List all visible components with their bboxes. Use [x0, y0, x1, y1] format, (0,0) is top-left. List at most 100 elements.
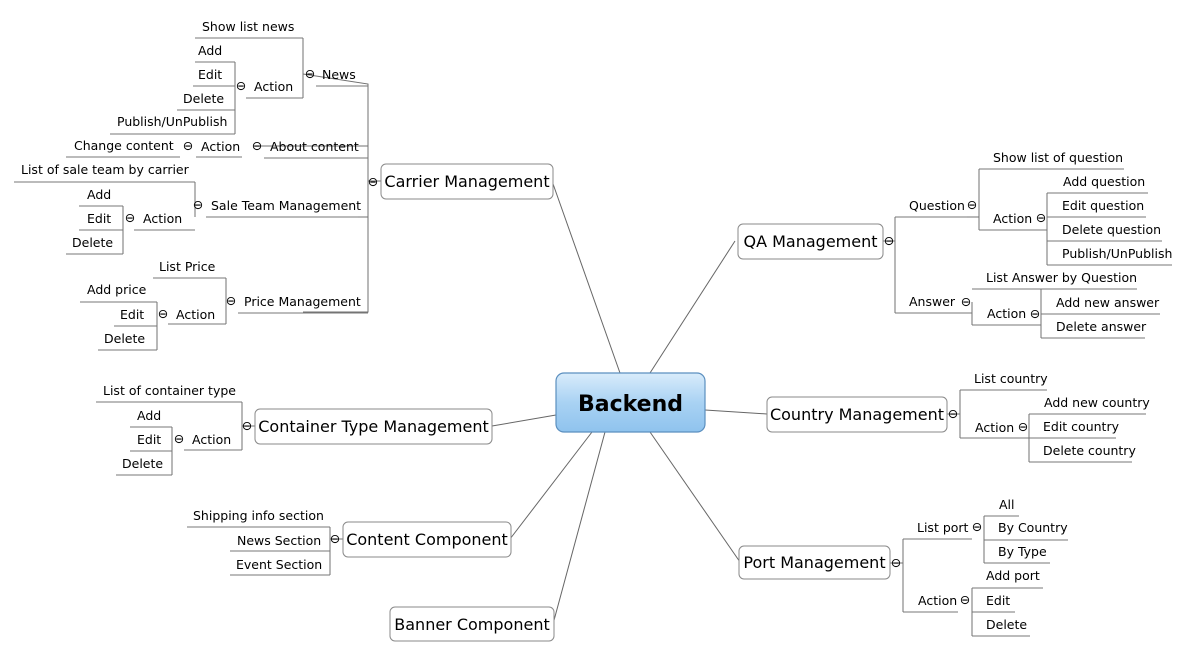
port-by-country-label[interactable]: By Country	[998, 520, 1068, 535]
collapse-toggle[interactable]: ⊖	[236, 78, 246, 93]
collapse-toggle[interactable]: ⊖	[1036, 210, 1046, 225]
sale-team-add-label[interactable]: Add	[87, 187, 111, 202]
show-list-news-label[interactable]: Show list news	[202, 19, 294, 34]
collapse-toggle[interactable]: ⊖	[252, 138, 262, 153]
collapse-toggle[interactable]: ⊖	[158, 306, 168, 321]
collapse-toggle[interactable]: ⊖	[193, 197, 203, 212]
answer-label[interactable]: Answer	[909, 294, 956, 309]
price-action-label[interactable]: Action	[176, 307, 215, 322]
sale-team-action-label[interactable]: Action	[143, 211, 182, 226]
content-component-node[interactable]: Content Component	[342, 521, 512, 558]
container-type-branch: Container Type Management ⊖ List of cont…	[96, 383, 493, 476]
collapse-toggle[interactable]: ⊖	[891, 555, 901, 570]
show-list-question-label[interactable]: Show list of question	[993, 150, 1123, 165]
collapse-toggle[interactable]: ⊖	[1030, 306, 1040, 321]
list-port-label[interactable]: List port	[917, 520, 969, 535]
container-delete-label[interactable]: Delete	[122, 456, 163, 471]
container-action-label[interactable]: Action	[192, 432, 231, 447]
port-edit-label[interactable]: Edit	[986, 593, 1010, 608]
sale-team-management-label[interactable]: Sale Team Management	[211, 198, 361, 213]
answer-action-label[interactable]: Action	[987, 306, 1026, 321]
port-delete-label[interactable]: Delete	[986, 617, 1027, 632]
collapse-toggle[interactable]: ⊖	[368, 174, 378, 189]
news-publish-label[interactable]: Publish/UnPublish	[117, 114, 227, 129]
add-new-answer-label[interactable]: Add new answer	[1056, 295, 1160, 310]
question-action-label[interactable]: Action	[993, 211, 1032, 226]
country-management-branch: Country Management ⊖ List country Action…	[766, 371, 1150, 463]
news-label[interactable]: News	[322, 67, 356, 82]
about-content-label[interactable]: About content	[270, 139, 359, 154]
country-management-node[interactable]: Country Management	[766, 396, 948, 433]
port-management-branch: Port Management ⊖ List port ⊖ All By Cou…	[738, 497, 1068, 637]
add-price-label[interactable]: Add price	[87, 282, 147, 297]
about-action-label[interactable]: Action	[201, 139, 240, 154]
country-management-label: Country Management	[770, 405, 944, 424]
content-component-label: Content Component	[346, 530, 508, 549]
port-all-label[interactable]: All	[999, 497, 1015, 512]
collapse-toggle[interactable]: ⊖	[961, 294, 971, 309]
root-edges	[491, 180, 768, 625]
collapse-toggle[interactable]: ⊖	[1018, 419, 1028, 434]
list-country-label[interactable]: List country	[974, 371, 1048, 386]
root-label: Backend	[578, 392, 683, 417]
add-new-country-label[interactable]: Add new country	[1044, 395, 1150, 410]
sale-team-delete-label[interactable]: Delete	[72, 235, 113, 250]
country-action-label[interactable]: Action	[975, 420, 1014, 435]
list-answer-label[interactable]: List Answer by Question	[986, 270, 1137, 285]
container-type-management-node[interactable]: Container Type Management	[254, 408, 493, 445]
news-action-label[interactable]: Action	[254, 79, 293, 94]
collapse-toggle[interactable]: ⊖	[884, 233, 894, 248]
collapse-toggle[interactable]: ⊖	[948, 406, 958, 421]
container-edit-label[interactable]: Edit	[137, 432, 161, 447]
sale-team-edit-label[interactable]: Edit	[87, 211, 111, 226]
list-price-label[interactable]: List Price	[159, 259, 216, 274]
news-edit-label[interactable]: Edit	[198, 67, 222, 82]
price-delete-label[interactable]: Delete	[104, 331, 145, 346]
qa-management-node[interactable]: QA Management	[737, 223, 884, 260]
news-section-label[interactable]: News Section	[237, 533, 321, 548]
collapse-toggle[interactable]: ⊖	[330, 531, 340, 546]
container-add-label[interactable]: Add	[137, 408, 161, 423]
news-add-label[interactable]: Add	[198, 43, 222, 58]
container-type-management-label: Container Type Management	[258, 417, 489, 436]
collapse-toggle[interactable]: ⊖	[125, 210, 135, 225]
question-publish-label[interactable]: Publish/UnPublish	[1062, 246, 1172, 261]
port-by-type-label[interactable]: By Type	[998, 544, 1047, 559]
port-action-label[interactable]: Action	[918, 593, 957, 608]
collapse-toggle[interactable]: ⊖	[242, 418, 252, 433]
shipping-info-section-label[interactable]: Shipping info section	[193, 508, 324, 523]
carrier-management-branch: Carrier Management ⊖ News ⊖ Show list ne…	[14, 19, 554, 351]
collapse-toggle[interactable]: ⊖	[972, 519, 982, 534]
news-delete-label[interactable]: Delete	[183, 91, 224, 106]
qa-management-branch: QA Management ⊖ Question ⊖ Show list of …	[737, 150, 1172, 339]
qa-management-label: QA Management	[743, 232, 877, 251]
collapse-toggle[interactable]: ⊖	[967, 197, 977, 212]
price-edit-label[interactable]: Edit	[120, 307, 144, 322]
sale-team-list-label[interactable]: List of sale team by carrier	[21, 162, 190, 177]
port-management-node[interactable]: Port Management	[738, 545, 891, 580]
content-component-branch: Content Component ⊖ Shipping info sectio…	[187, 508, 512, 576]
add-port-label[interactable]: Add port	[986, 568, 1040, 583]
collapse-toggle[interactable]: ⊖	[960, 592, 970, 607]
question-label[interactable]: Question	[909, 198, 965, 213]
list-container-type-label[interactable]: List of container type	[103, 383, 236, 398]
carrier-management-node[interactable]: Carrier Management	[380, 163, 554, 200]
price-management-label[interactable]: Price Management	[244, 294, 361, 309]
add-question-label[interactable]: Add question	[1063, 174, 1145, 189]
collapse-toggle[interactable]: ⊖	[174, 431, 184, 446]
delete-question-label[interactable]: Delete question	[1062, 222, 1161, 237]
root-node[interactable]: Backend	[555, 372, 706, 433]
carrier-management-label: Carrier Management	[384, 172, 549, 191]
event-section-label[interactable]: Event Section	[236, 557, 322, 572]
edit-country-label[interactable]: Edit country	[1043, 419, 1120, 434]
port-management-label: Port Management	[743, 553, 885, 572]
delete-answer-label[interactable]: Delete answer	[1056, 319, 1147, 334]
collapse-toggle[interactable]: ⊖	[226, 293, 236, 308]
collapse-toggle[interactable]: ⊖	[305, 66, 315, 81]
change-content-label[interactable]: Change content	[74, 138, 174, 153]
collapse-toggle[interactable]: ⊖	[183, 138, 193, 153]
delete-country-label[interactable]: Delete country	[1043, 443, 1136, 458]
banner-component-node[interactable]: Banner Component	[389, 606, 555, 642]
edit-question-label[interactable]: Edit question	[1062, 198, 1144, 213]
